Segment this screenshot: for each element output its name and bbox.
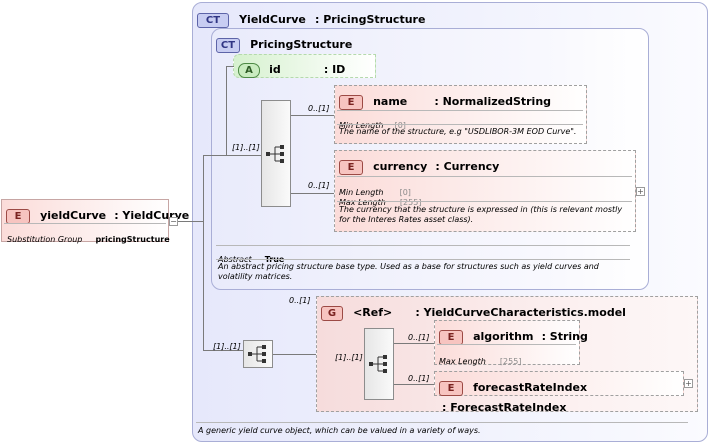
algorithm-separator — [437, 344, 576, 345]
name-element-header: E name : NormalizedString — [339, 90, 551, 110]
name-element-type: : NormalizedString — [434, 95, 552, 108]
element-badge: E — [339, 95, 363, 110]
sequence-icon — [369, 355, 387, 373]
connector-line — [226, 66, 227, 155]
yieldcurve-element-header: E yieldCurve : YieldCurve — [6, 204, 189, 224]
facet-value: [255] — [499, 357, 522, 366]
group-cardinality: 0..[1] — [289, 296, 311, 305]
element-badge: E — [6, 209, 30, 224]
connector-line — [178, 221, 203, 222]
forecast-element-type: : ForecastRateIndex — [442, 401, 567, 414]
algorithm-cardinality: 0..[1] — [408, 333, 430, 342]
substitution-group-value: pricingStructure — [95, 235, 170, 244]
sequence3-cardinality: [1]..[1] — [335, 353, 363, 362]
facet-label: Min Length — [339, 188, 384, 197]
pricingstructure-type-name: PricingStructure — [250, 38, 353, 51]
yieldcurve-element-name: yieldCurve — [40, 209, 107, 222]
substitution-group-property: Substitution Group pricingStructure — [7, 227, 170, 246]
sequence3-compositor[interactable] — [364, 328, 394, 400]
algorithm-element-type: : String — [541, 330, 588, 343]
group-ref-tag: <Ref> — [353, 306, 393, 319]
collapse-toggle-icon[interactable]: − — [169, 217, 178, 226]
complex-type-badge: CT — [216, 38, 240, 53]
name-documentation: The name of the structure, e.g "USDLIBOR… — [339, 127, 577, 136]
forecast-cardinality: 0..[1] — [408, 374, 430, 383]
expand-toggle-icon[interactable]: + — [636, 187, 645, 196]
yieldcurve-type-name: YieldCurve — [239, 13, 306, 26]
currency-cardinality: 0..[1] — [308, 181, 330, 190]
facet-label: Max Length — [439, 357, 486, 366]
attribute-id-name: id — [269, 63, 281, 76]
name-element-name: name — [373, 95, 408, 108]
inner-doc-separator — [216, 259, 630, 260]
pricingstructure-type-header: CT PricingStructure — [216, 33, 352, 53]
forecast-element-header: E forecastRateIndex : ForecastRateIndex — [439, 376, 712, 415]
element-badge: E — [339, 160, 363, 175]
yieldcurve-base-type: : PricingStructure — [315, 13, 426, 26]
element-badge: E — [439, 330, 463, 345]
sequence1-compositor[interactable] — [261, 100, 291, 207]
algorithm-element-header: E algorithm : String — [439, 325, 588, 345]
currency-element-header: E currency : Currency — [339, 155, 499, 175]
currency-element-box[interactable] — [334, 150, 636, 232]
forecast-element-name: forecastRateIndex — [473, 381, 588, 394]
currency-doc-separator — [337, 201, 632, 202]
expand-toggle-icon[interactable]: + — [684, 379, 693, 388]
outer-doc-separator — [196, 422, 688, 423]
connector-line — [273, 354, 316, 355]
connector-line — [291, 193, 334, 194]
currency-min-length-facet: Min Length [0] — [339, 180, 411, 199]
facet-value: [0] — [399, 188, 411, 197]
yieldcurve-element-box[interactable] — [1, 199, 169, 242]
connector-line — [394, 343, 434, 344]
yieldcurve-props-separator — [4, 223, 166, 224]
currency-separator — [337, 176, 632, 177]
facet-label: Min Length — [339, 121, 384, 130]
connector-line — [203, 155, 261, 156]
algorithm-max-length-facet: Max Length [255] — [439, 349, 521, 368]
name-min-length-facet: Min Length [0] — [339, 113, 406, 132]
yieldcurve-type-header: CT YieldCurve : PricingStructure — [197, 8, 425, 28]
connector-line — [203, 350, 243, 351]
algorithm-element-name: algorithm — [473, 330, 534, 343]
forecast-element-box[interactable] — [434, 371, 684, 396]
currency-documentation: The currency that the structure is expre… — [339, 205, 623, 224]
group-ref-header: G <Ref> : YieldCurveCharacteristics.mode… — [321, 301, 626, 321]
name-doc-separator — [337, 124, 583, 125]
element-badge: E — [439, 381, 463, 396]
currency-element-name: currency — [373, 160, 428, 173]
sequence-icon — [266, 145, 284, 163]
complex-type-badge: CT — [197, 13, 229, 28]
sequence2-compositor[interactable] — [243, 340, 273, 368]
sequence1-cardinality: [1]..[1] — [232, 143, 260, 152]
facet-label: Max Length — [339, 198, 386, 207]
connector-line — [203, 155, 204, 350]
attribute-id-header: A id : ID — [238, 58, 345, 78]
facet-value: [255] — [399, 198, 422, 207]
attribute-id-type: : ID — [323, 63, 346, 76]
inner-abstract-separator — [216, 245, 630, 246]
facet-value: [0] — [394, 121, 406, 130]
sequence2-cardinality: [1]..[1] — [213, 342, 241, 351]
yieldcurve-documentation: A generic yield curve object, which can … — [198, 426, 481, 435]
currency-max-length-facet: Max Length [255] — [339, 190, 421, 209]
connector-line — [394, 384, 434, 385]
pricingstructure-documentation: An abstract pricing structure base type.… — [218, 262, 599, 281]
substitution-group-label: Substitution Group — [7, 235, 83, 244]
sequence-icon — [248, 345, 266, 363]
currency-element-type: : Currency — [435, 160, 500, 173]
connector-line — [291, 115, 334, 116]
name-cardinality: 0..[1] — [308, 104, 330, 113]
attribute-badge: A — [238, 63, 260, 78]
group-badge: G — [321, 306, 343, 321]
group-ref-name: : YieldCurveCharacteristics.model — [415, 306, 626, 319]
connector-line — [226, 66, 234, 67]
name-separator — [337, 110, 583, 111]
name-element-box[interactable] — [334, 85, 587, 144]
